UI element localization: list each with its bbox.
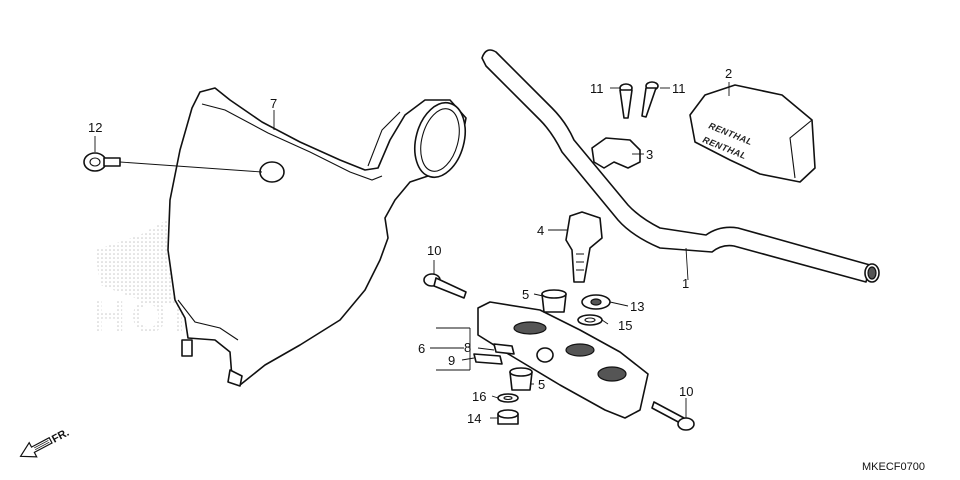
callout-11-left: 11: [590, 81, 604, 96]
handlebar: [481, 49, 880, 283]
plate-bolt: [83, 152, 263, 173]
plate-8: [493, 343, 515, 355]
holder-bolt-left: [619, 83, 633, 119]
pinch-bolt-bottom: [651, 401, 695, 431]
holder-bolt-right: [641, 81, 659, 118]
callout-15: 15: [618, 318, 632, 333]
callout-3: 3: [646, 147, 653, 162]
number-plate: [167, 87, 467, 387]
plate-9: [473, 353, 503, 365]
callout-9: 9: [448, 353, 455, 368]
bar-pad: RENTHAL RENTHAL: [689, 84, 816, 183]
nut-13: [581, 294, 611, 310]
upper-holder: [591, 137, 641, 169]
callout-6: 6: [418, 341, 425, 356]
callout-16: 16: [472, 389, 486, 404]
callout-13: 13: [630, 299, 644, 314]
top-bridge: [477, 301, 649, 419]
diagram-code: MKECF0700: [862, 461, 925, 473]
callout-11-right: 11: [672, 81, 686, 96]
callout-12: 12: [88, 120, 102, 135]
washer-16: [497, 393, 519, 403]
callout-10-bottom: 10: [679, 384, 693, 399]
rubber-bushing-bottom: [509, 367, 533, 391]
rubber-bushing-top: [541, 289, 567, 313]
front-indicator-label: FR.: [50, 427, 71, 446]
callout-8: 8: [464, 340, 471, 355]
lower-holder: [565, 211, 603, 283]
callout-1: 1: [682, 276, 689, 291]
callout-5-bottom: 5: [538, 377, 545, 392]
leader-lines: [94, 82, 730, 419]
callout-7: 7: [270, 96, 277, 111]
front-arrow-icon: FR.: [19, 427, 71, 458]
pinch-bolt-top: [423, 273, 467, 299]
nut-14: [497, 409, 519, 425]
callout-10-top: 10: [427, 243, 441, 258]
callout-5-top: 5: [522, 287, 529, 302]
washer-15: [577, 314, 603, 326]
callout-14: 14: [467, 411, 481, 426]
plate-mount-hole: [259, 161, 285, 183]
callout-4: 4: [537, 223, 544, 238]
callout-2: 2: [725, 66, 732, 81]
